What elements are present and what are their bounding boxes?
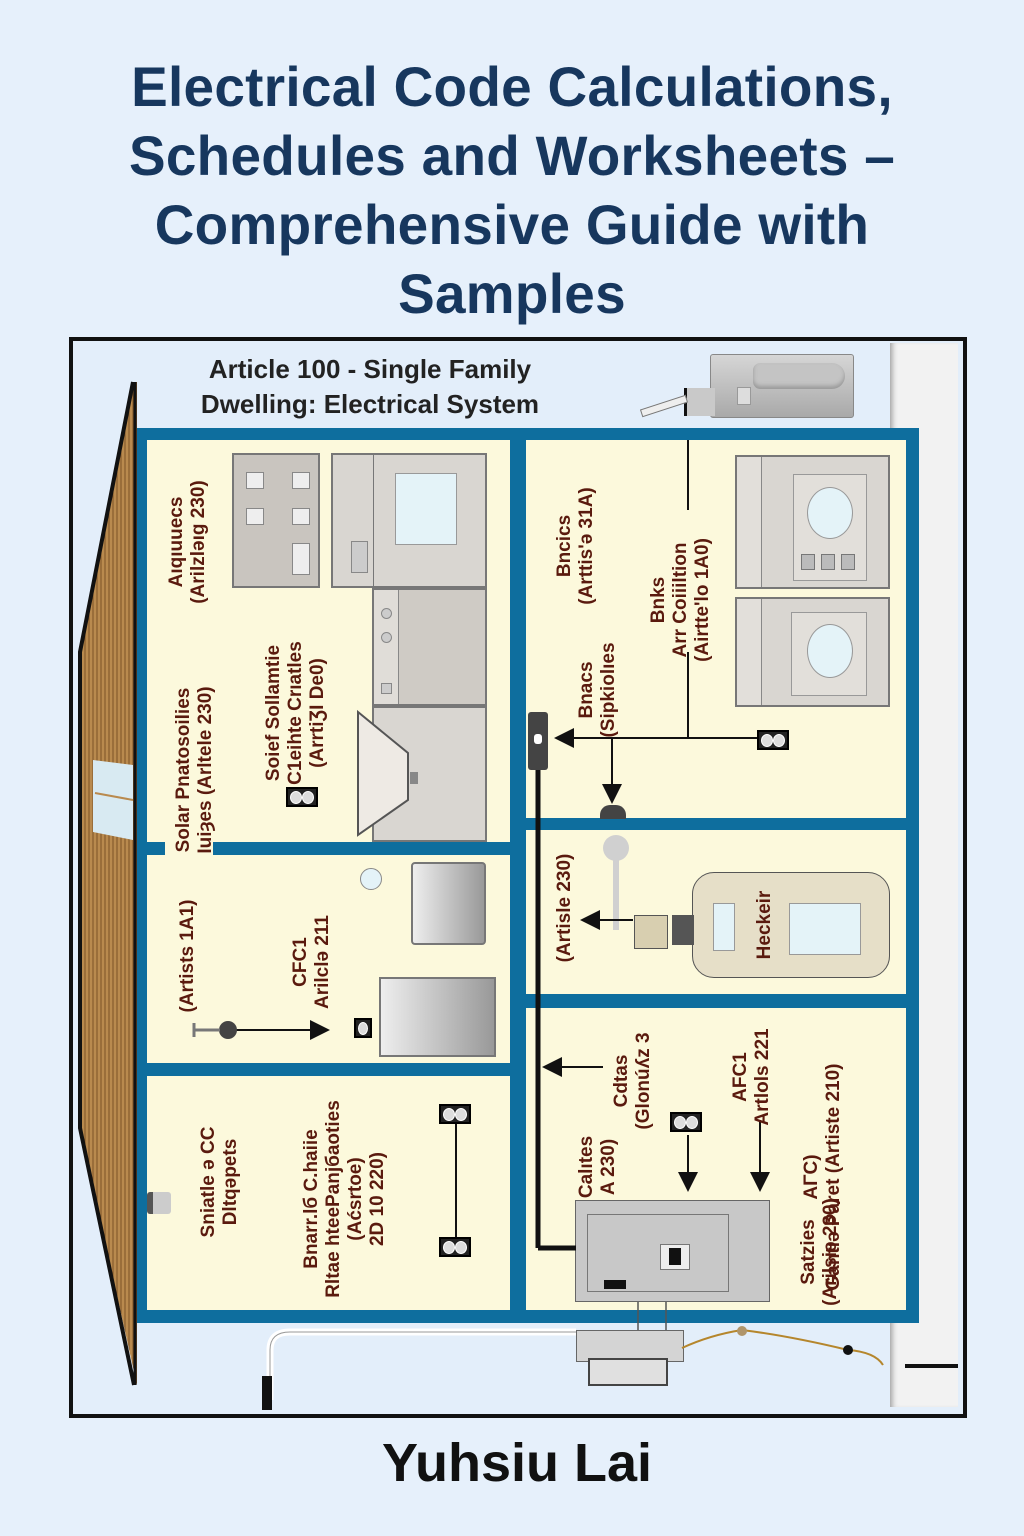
sink-cabinet xyxy=(372,706,487,842)
meter-device xyxy=(710,354,854,418)
outlet-bedroom-bottom xyxy=(439,1237,471,1257)
label-branch-top: Bncics(Arttis'ə 31A) xyxy=(554,487,597,605)
label-branch-spk: Bnacs(Sipkiolıes xyxy=(576,642,619,738)
connector xyxy=(672,915,694,945)
outlet-kitchen xyxy=(286,787,318,807)
worker-figure xyxy=(603,835,629,861)
header-line-2: Dwelling: Electrical System xyxy=(200,389,540,419)
doorway xyxy=(165,840,213,856)
outlet-bath xyxy=(354,1018,372,1038)
outlet-bedroom-top xyxy=(439,1104,471,1124)
cooktop xyxy=(232,453,320,588)
title-line-4: Samples xyxy=(398,262,626,325)
thermostat xyxy=(528,712,548,770)
worker-body xyxy=(613,860,619,930)
outlet-panel-room xyxy=(670,1112,702,1132)
label-cdtas: Cdtas(Glonúʎz 3 xyxy=(611,1032,654,1130)
outlet-laundry xyxy=(757,730,789,750)
vanity xyxy=(379,977,496,1057)
dishwasher xyxy=(372,588,487,706)
author-name: Yuhsiu Lai xyxy=(381,1433,653,1493)
diagram-header: Article 100 - Single Family Dwelling: El… xyxy=(150,352,590,422)
title-line-3: Comprehensive Guide with xyxy=(154,193,870,256)
label-satzies: Satzies(Arilsiə 230) xyxy=(798,1198,841,1306)
dryer xyxy=(735,597,890,707)
title-line-1: Electrical Code Calculations, xyxy=(131,55,893,118)
label-heater: Heckeir xyxy=(754,890,775,960)
water-heater xyxy=(692,872,890,978)
service-panel xyxy=(575,1200,770,1302)
washer xyxy=(735,455,890,589)
label-heater-article: (Artisle 230) xyxy=(554,853,575,963)
label-article-1a1: (Artists 1A1) xyxy=(177,899,198,1013)
book-title: Electrical Code Calculations, Schedules … xyxy=(10,52,1014,328)
worker-tool xyxy=(634,915,668,949)
lamp xyxy=(360,868,382,890)
label-appliances: Aıqıuuecs(Arilzləıg 230) xyxy=(166,480,209,604)
meter-base xyxy=(684,388,715,416)
title-line-2: Schedules and Worksheets – xyxy=(128,124,896,187)
ceiling-fixture xyxy=(600,805,626,819)
junction-box-lower xyxy=(588,1358,668,1386)
refrigerator xyxy=(331,453,487,588)
wall-switch xyxy=(147,1192,171,1214)
header-line-1: Article 100 - Single Family xyxy=(208,354,532,384)
toilet-tank xyxy=(411,862,486,945)
